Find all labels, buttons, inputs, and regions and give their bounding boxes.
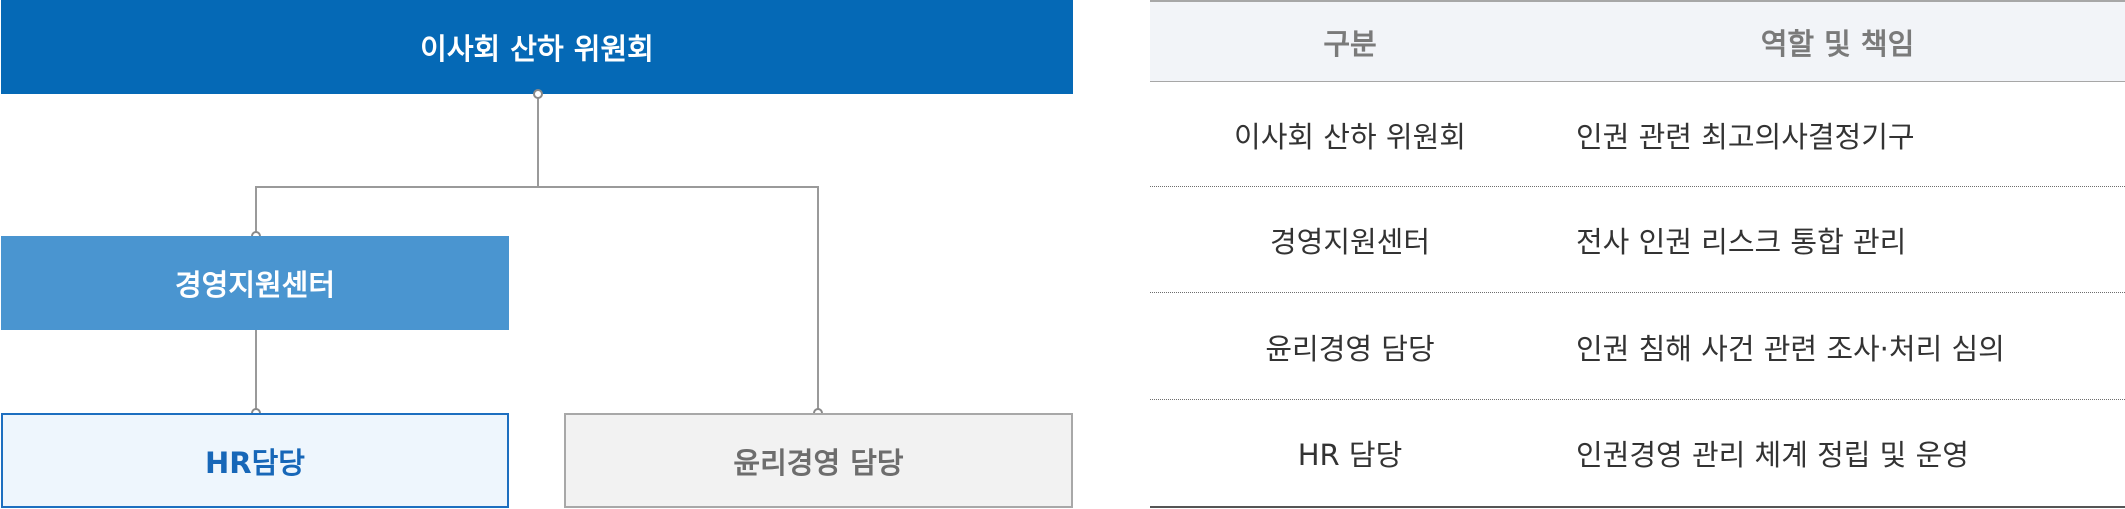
header-division: 구분 bbox=[1323, 27, 1377, 61]
management-box: 경영지원센터 bbox=[1, 236, 509, 330]
row-division: 이사회 산하 위원회 bbox=[1234, 119, 1466, 154]
roles-table: 구분 역할 및 책임 이사회 산하 위원회 인권 관련 최고의사결정기구 경영지… bbox=[1150, 0, 2125, 509]
header-role: 역할 및 책임 bbox=[1760, 27, 1915, 61]
ethics-label: 윤리경영 담당 bbox=[733, 445, 904, 480]
committee-label: 이사회 산하 위원회 bbox=[420, 32, 654, 66]
row-role: 인권 관련 최고의사결정기구 bbox=[1576, 119, 1915, 154]
management-label: 경영지원센터 bbox=[174, 268, 336, 302]
node-dot-top bbox=[533, 89, 543, 99]
ethics-box: 윤리경영 담당 bbox=[564, 413, 1073, 508]
table-row: HR 담당 인권경영 관리 체계 정립 및 운영 bbox=[1150, 400, 2125, 508]
table-row: 윤리경영 담당 인권 침해 사건 관련 조사·처리 심의 bbox=[1150, 293, 2125, 400]
row-division: 경영지원센터 bbox=[1269, 225, 1431, 259]
row-role: 인권경영 관리 체계 정립 및 운영 bbox=[1576, 438, 1969, 472]
row-role: 전사 인권 리스크 통합 관리 bbox=[1576, 225, 1907, 259]
table-row: 이사회 산하 위원회 인권 관련 최고의사결정기구 bbox=[1150, 82, 2125, 187]
connector-horizontal bbox=[255, 186, 819, 413]
table-row: 경영지원센터 전사 인권 리스크 통합 관리 bbox=[1150, 187, 2125, 293]
hr-box: HR담당 bbox=[1, 413, 509, 508]
row-role: 인권 침해 사건 관련 조사·처리 심의 bbox=[1576, 331, 2005, 366]
table-header: 구분 역할 및 책임 bbox=[1150, 0, 2125, 82]
row-division: HR 담당 bbox=[1297, 438, 1403, 472]
hr-label: HR담당 bbox=[205, 445, 305, 480]
row-division: 윤리경영 담당 bbox=[1265, 331, 1435, 366]
committee-box: 이사회 산하 위원회 bbox=[1, 0, 1073, 94]
